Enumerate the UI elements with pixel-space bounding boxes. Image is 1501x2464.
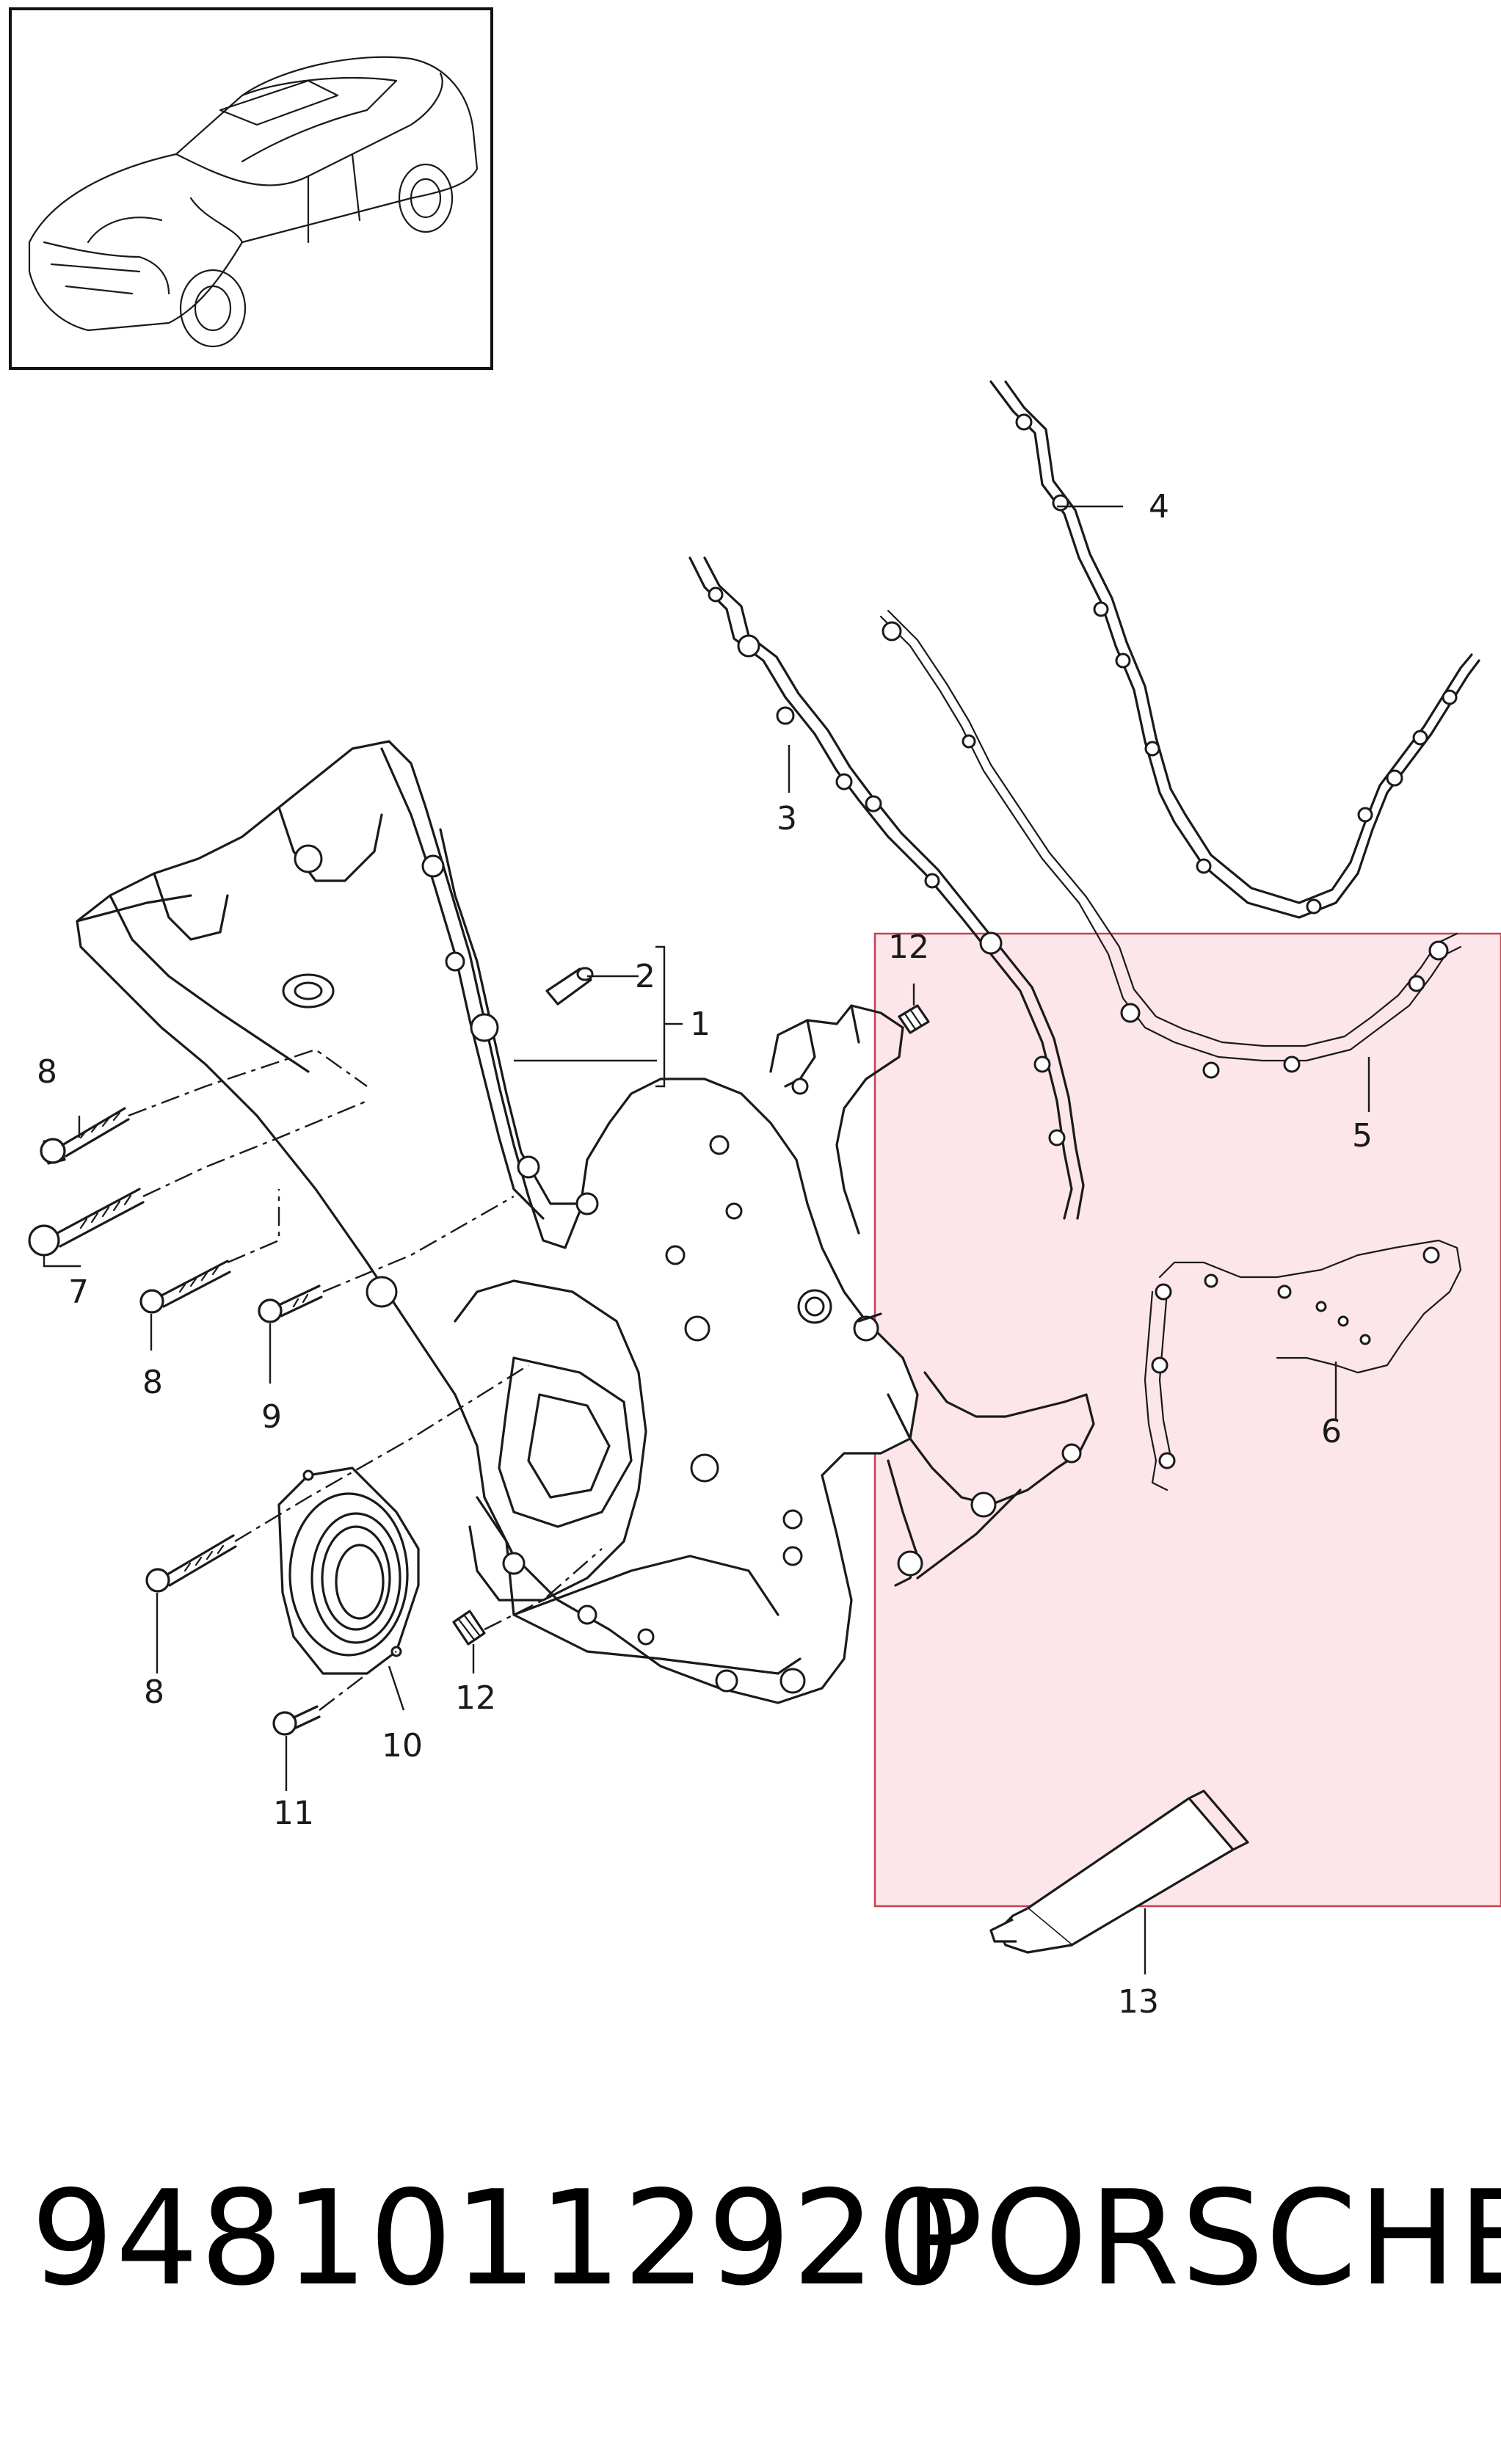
callout-4: 4 — [1149, 488, 1169, 526]
vehicle-thumbnail — [9, 7, 493, 370]
callout-1: 1 — [690, 1006, 710, 1043]
brand-name: PORSCHE — [904, 2162, 1501, 2314]
bolt-part-11 — [272, 1705, 321, 1736]
leader-lines — [43, 505, 1370, 1974]
bolt-part-7 — [28, 1188, 145, 1257]
stud-part-12-right — [898, 1004, 930, 1034]
callout-6: 6 — [1321, 1413, 1342, 1450]
gasket-part-4 — [989, 380, 1480, 919]
bolt-part-8-middle — [139, 1260, 231, 1314]
seal-ring-part-10 — [277, 1467, 420, 1675]
timing-cover-part-1 — [76, 740, 1095, 1704]
callout-12-upper: 12 — [888, 928, 929, 966]
callout-12-lower: 12 — [455, 1679, 496, 1717]
dowel-pin-part-2 — [545, 967, 594, 1006]
callout-13: 13 — [1118, 1983, 1159, 2021]
bolt-part-9 — [258, 1284, 323, 1323]
gasket-part-6 — [1144, 1239, 1462, 1491]
callout-11: 11 — [273, 1795, 314, 1832]
callout-10: 10 — [382, 1727, 423, 1765]
bolt-part-8-lower — [145, 1534, 237, 1593]
sealant-tube-icon — [989, 1789, 1249, 1954]
callout-5: 5 — [1352, 1117, 1373, 1155]
callout-8-upper: 8 — [37, 1053, 57, 1091]
gasket-part-5 — [879, 609, 1462, 1079]
gasket-part-3 — [688, 556, 1085, 1220]
callout-3: 3 — [777, 800, 797, 837]
stud-part-12-left — [452, 1610, 486, 1646]
bolt-part-8-upper — [40, 1107, 130, 1165]
part-number: 94810112920 — [31, 2162, 962, 2314]
callout-8-middle: 8 — [142, 1364, 163, 1401]
callout-2: 2 — [635, 958, 655, 995]
suv-car-icon — [28, 56, 479, 348]
highlight-region — [873, 932, 1501, 1908]
callout-9: 9 — [261, 1398, 282, 1436]
footer-caption: 94810112920 PORSCHE — [0, 2158, 1501, 2319]
callout-7: 7 — [68, 1273, 89, 1311]
callout-8-lower: 8 — [144, 1673, 164, 1711]
